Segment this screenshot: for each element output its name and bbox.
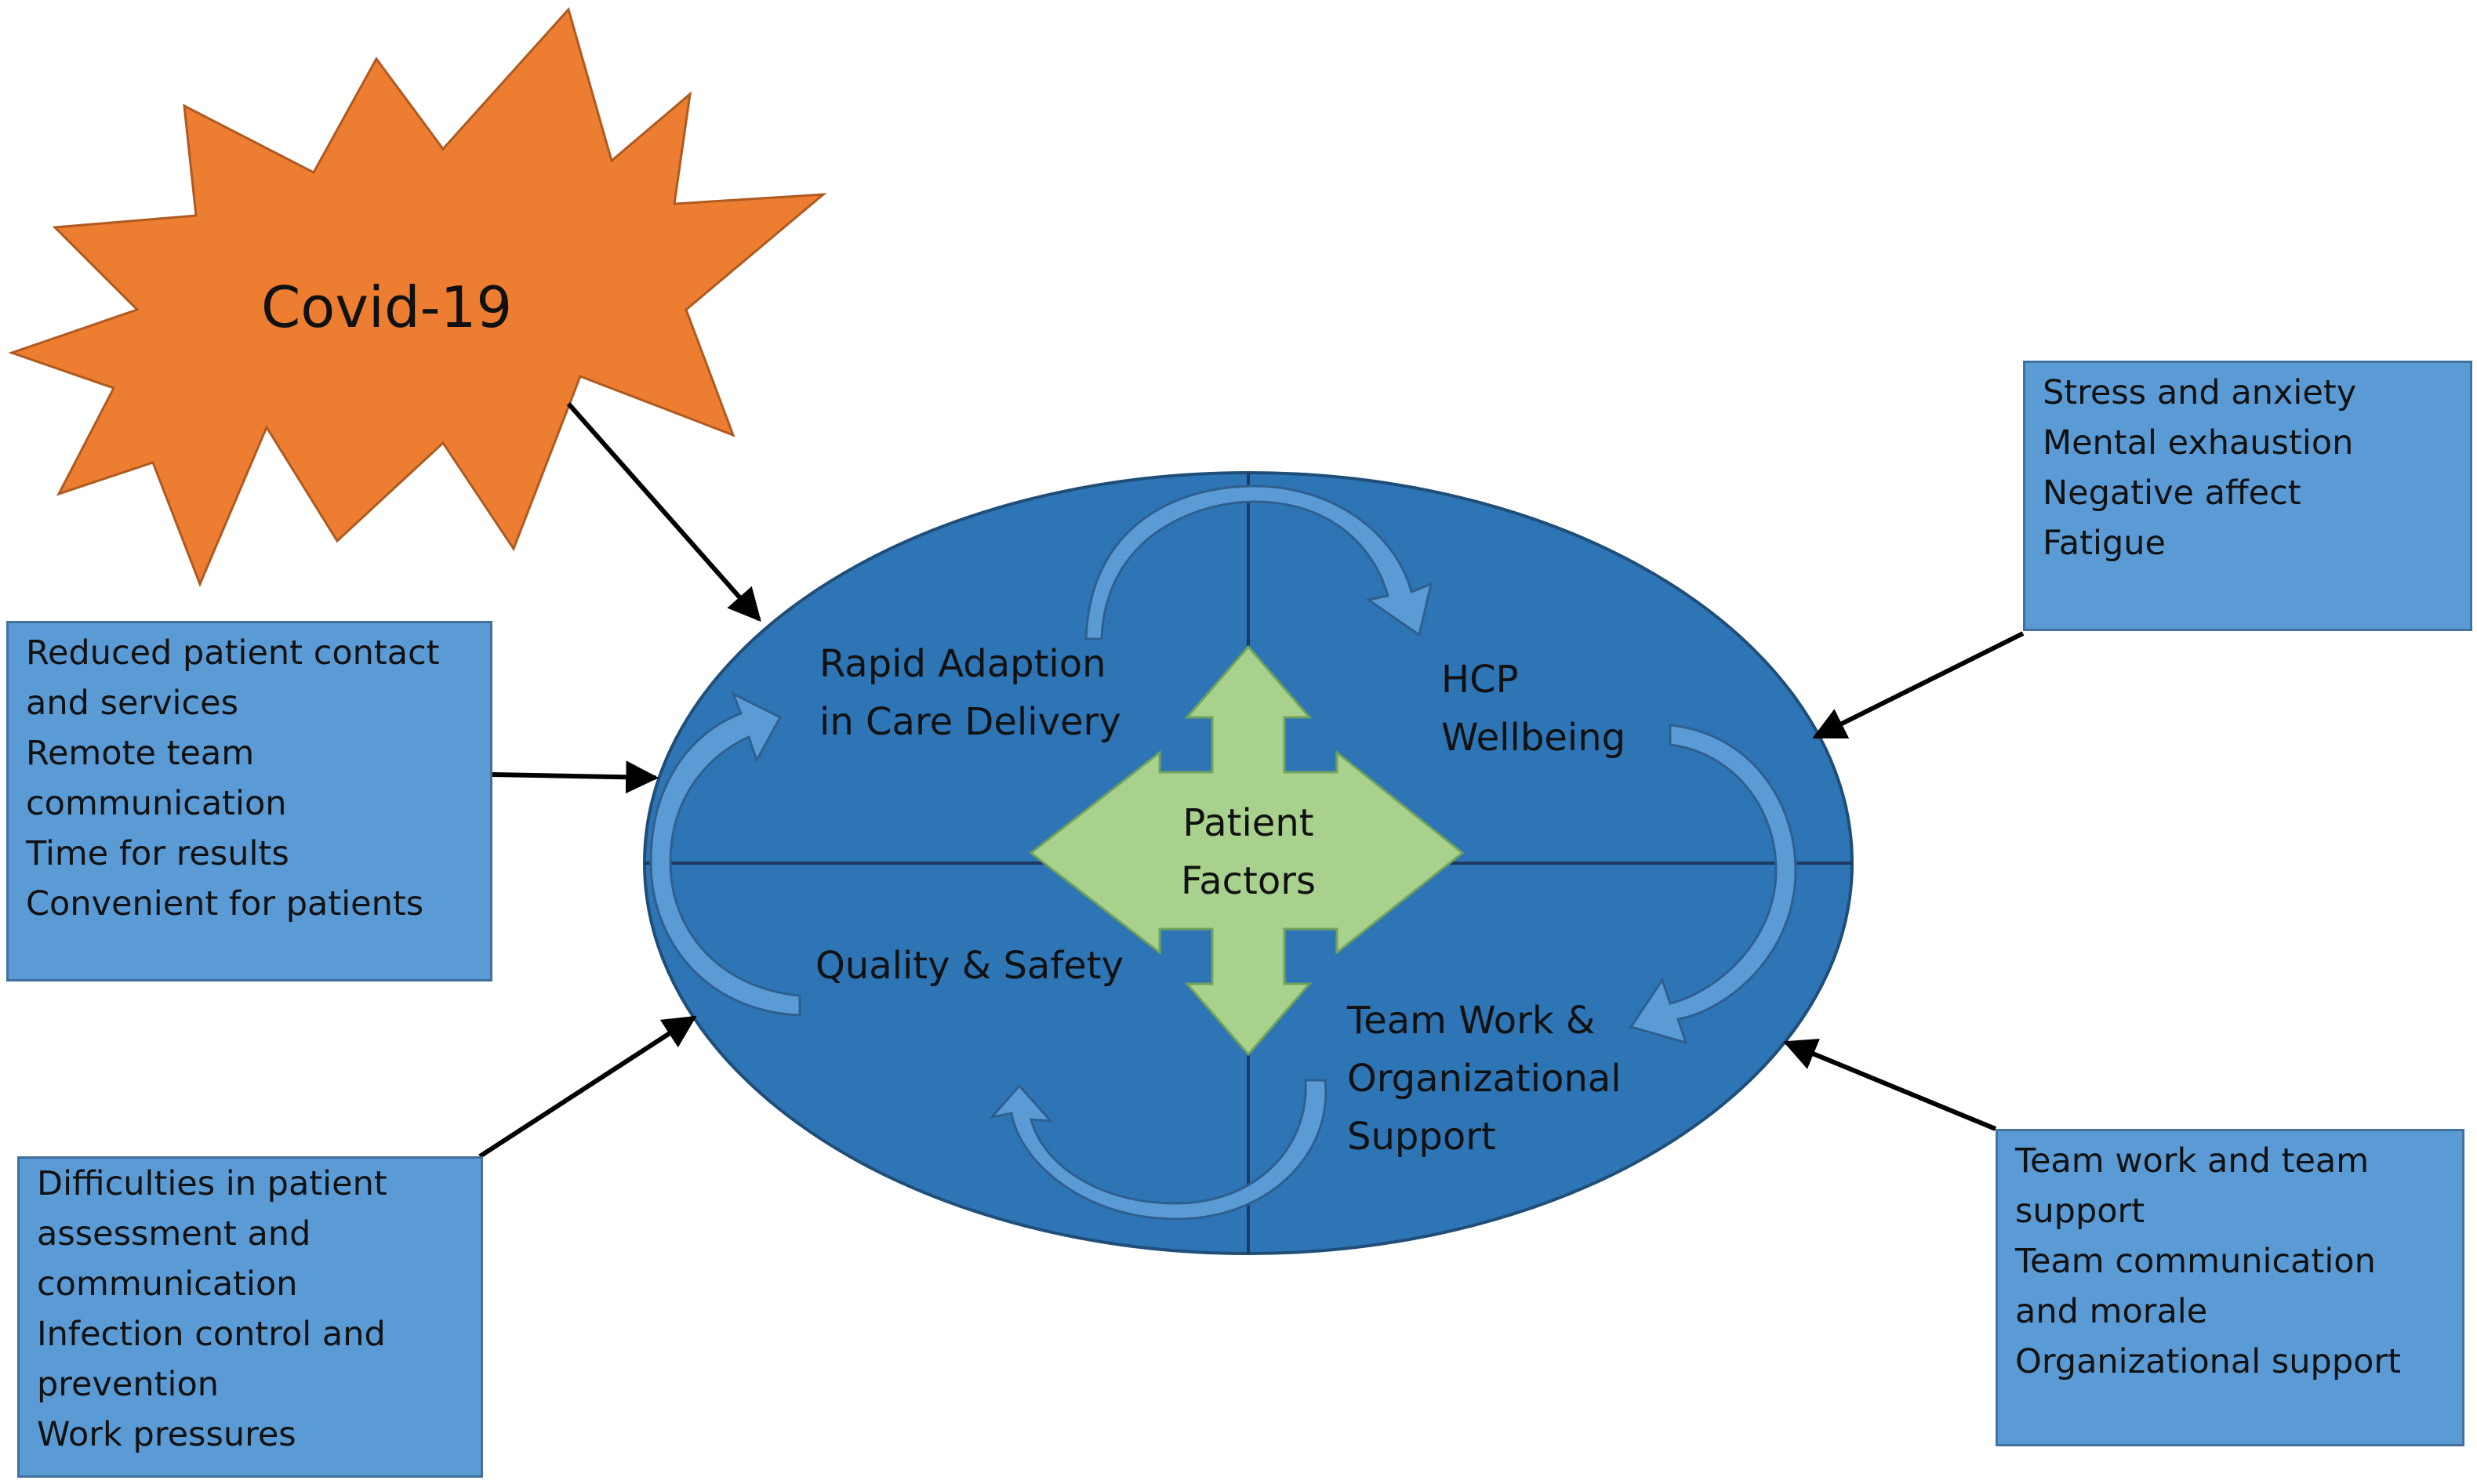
teamwork-support-label: Team Work & Organizational Support	[1347, 992, 1622, 1166]
box-line: Organizational support	[2015, 1342, 2401, 1381]
box-teamwork-factors: Team work and team support Team communic…	[1996, 1129, 2464, 1446]
cycle-arrow-right	[1629, 724, 1797, 1045]
box-line: Work pressures	[37, 1415, 296, 1454]
hcp-wellbeing-line-1: HCP	[1441, 658, 1519, 702]
box-line: communication	[26, 784, 287, 823]
teamwork-support-line-3: Support	[1347, 1115, 1496, 1159]
box-line: Team work and team	[2015, 1141, 2370, 1181]
top-right-connector-arrow	[1812, 631, 2025, 739]
box-line: support	[2015, 1192, 2145, 1231]
teamwork-support-line-2: Organizational	[1347, 1057, 1622, 1101]
patient-factors-line-1: Patient	[1182, 801, 1314, 845]
covid-label: Covid-19	[261, 274, 513, 340]
box-line: prevention	[37, 1365, 220, 1404]
box-line: Convenient for patients	[26, 884, 424, 923]
rapid-adaption-label: Rapid Adaption in Care Delivery	[819, 635, 1121, 751]
covid-starburst	[8, 6, 827, 587]
teamwork-support-line-1: Team Work &	[1347, 999, 1596, 1043]
box-line: Infection control and	[37, 1315, 386, 1354]
box-quality-safety-factors: Difficulties in patient assessment and c…	[17, 1156, 483, 1478]
cycle-arrow-top	[1084, 484, 1433, 640]
patient-factors-arrow	[1029, 644, 1465, 1057]
box-line: and morale	[2015, 1292, 2208, 1331]
bottom-right-connector-arrow	[1783, 1038, 1997, 1131]
quality-safety-line-1: Quality & Safety	[815, 944, 1124, 988]
rapid-adaption-line-2: in Care Delivery	[819, 700, 1121, 744]
box-hcp-wellbeing-factors: Stress and anxiety Mental exhaustion Neg…	[2023, 361, 2472, 631]
box-line: Team communication	[2015, 1242, 2376, 1281]
box-line: and services	[26, 684, 238, 723]
cycle-arrow-bottom	[988, 1079, 1327, 1221]
box-rapid-adaption-factors: Reduced patient contact and services Rem…	[6, 621, 492, 981]
bottom-left-connector-arrow	[478, 1015, 697, 1159]
box-line: Reduced patient contact	[26, 633, 440, 673]
box-line: Time for results	[26, 834, 289, 873]
patient-factors-line-2: Factors	[1181, 859, 1316, 903]
box-line: Mental exhaustion	[2043, 423, 2354, 463]
box-line: Stress and anxiety	[2043, 373, 2357, 412]
box-line: communication	[37, 1264, 298, 1304]
box-line: Fatigue	[2043, 524, 2166, 563]
quality-safety-label: Quality & Safety	[815, 937, 1124, 995]
cycle-arrow-left	[649, 691, 801, 1017]
box-line: Remote team	[26, 734, 255, 773]
rapid-adaption-line-1: Rapid Adaption	[819, 642, 1106, 686]
box-line: assessment and	[37, 1214, 311, 1254]
patient-factors-label: Patient Factors	[1162, 794, 1335, 910]
box-line: Difficulties in patient	[37, 1164, 387, 1203]
box-line: Negative affect	[2043, 474, 2301, 513]
covid-connector-arrow	[566, 402, 761, 622]
hcp-wellbeing-label: HCP Wellbeing	[1441, 651, 1625, 767]
top-left-connector-arrow	[492, 760, 659, 794]
hcp-wellbeing-line-2: Wellbeing	[1441, 716, 1626, 760]
